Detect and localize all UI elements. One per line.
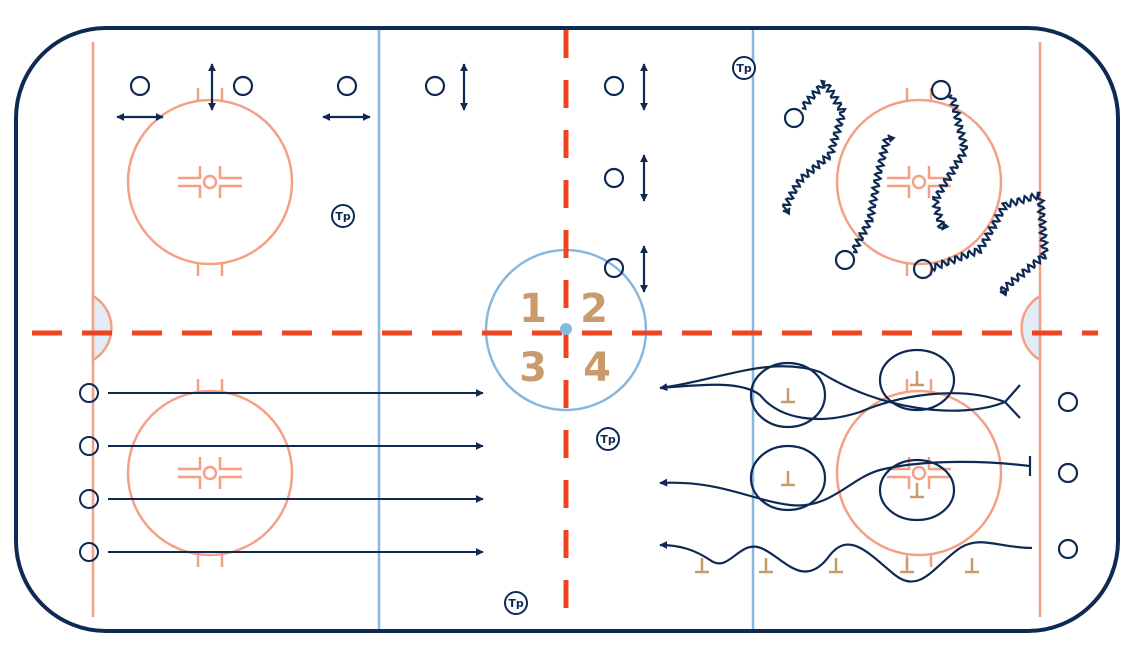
- cone-group-ring: [878, 348, 956, 412]
- coach-markers: Tp Tp Tp Tp: [331, 56, 756, 615]
- player-circle-icon: [603, 257, 625, 279]
- cone-icon: [965, 558, 979, 574]
- player-circle-icon: [930, 79, 952, 101]
- quadrant-label-2: 2: [580, 286, 608, 332]
- pass-reception-mark: [1003, 384, 1021, 419]
- coach-tp-label: Tp: [508, 597, 524, 610]
- player-circle-icon: [603, 167, 625, 189]
- cone-icon: [829, 558, 843, 574]
- coach-tp-icon: Tp: [331, 204, 355, 228]
- quadrant-2-attack-drill: [603, 63, 1050, 297]
- quadrant-label-1: 1: [519, 286, 547, 332]
- player-circle-icon: [336, 75, 358, 97]
- quadrant-label-3: 3: [519, 345, 547, 391]
- coach-tp-icon: Tp: [596, 427, 620, 451]
- quadrant-3-skating-drill: [79, 383, 484, 562]
- cone-icon: [910, 483, 924, 499]
- quadrant-label-4: 4: [583, 345, 611, 391]
- player-circle-icon: [79, 542, 99, 562]
- player-circle-icon: [424, 75, 446, 97]
- faceoff-dots: [178, 166, 951, 489]
- arrow-icon: [659, 365, 1006, 412]
- faceoff-circle-bottom-right: [835, 389, 1003, 557]
- player-circle-icon: [232, 75, 254, 97]
- player-circle-icon: [783, 107, 805, 129]
- coach-tp-icon: Tp: [504, 591, 528, 615]
- arrow-icon: [659, 383, 1006, 421]
- cone-icon: [910, 371, 924, 387]
- coach-tp-label: Tp: [736, 62, 752, 75]
- arrow-icon: [659, 460, 1031, 507]
- coach-tp-icon: Tp: [732, 56, 756, 80]
- player-circle-icon: [79, 436, 99, 456]
- cone-icon: [759, 558, 773, 574]
- player-circle-icon: [79, 489, 99, 509]
- cone-group-ring: [878, 458, 956, 522]
- quadrant-4-cone-drill: [659, 348, 1079, 583]
- cone-icon: [781, 388, 795, 404]
- faceoff-hash-marks: [196, 88, 933, 567]
- player-circle-icon: [129, 75, 151, 97]
- goal-crease-right: [1020, 293, 1042, 363]
- wavy-arrow-icon: [781, 79, 847, 216]
- center-dot: [560, 323, 572, 335]
- cone-icon: [900, 558, 914, 574]
- goal-crease-left: [91, 293, 113, 363]
- player-circle-icon: [603, 75, 625, 97]
- cone-icon: [781, 471, 795, 487]
- quadrant-1-passing-drill: [116, 63, 468, 121]
- coach-tp-label: Tp: [600, 433, 616, 446]
- cone-icon: [695, 558, 709, 574]
- player-circle-icon: [834, 249, 856, 271]
- cones: [695, 371, 979, 574]
- faceoff-circle-bottom-left: [126, 389, 294, 557]
- player-circle-icon: [79, 383, 99, 403]
- player-circle-icon: [1057, 462, 1079, 484]
- wavy-arrow-icon: [931, 94, 969, 231]
- arrow-icon: [659, 541, 1033, 583]
- player-circle-icon: [1057, 391, 1079, 413]
- cone-group-ring: [749, 361, 827, 429]
- coach-tp-label: Tp: [335, 210, 351, 223]
- faceoff-circle-top-right: [835, 98, 1003, 266]
- wavy-arrow-icon: [851, 134, 896, 254]
- cone-group-ring: [749, 444, 827, 512]
- player-circle-icon: [1057, 538, 1079, 560]
- wavy-arrow-icon: [931, 191, 1050, 297]
